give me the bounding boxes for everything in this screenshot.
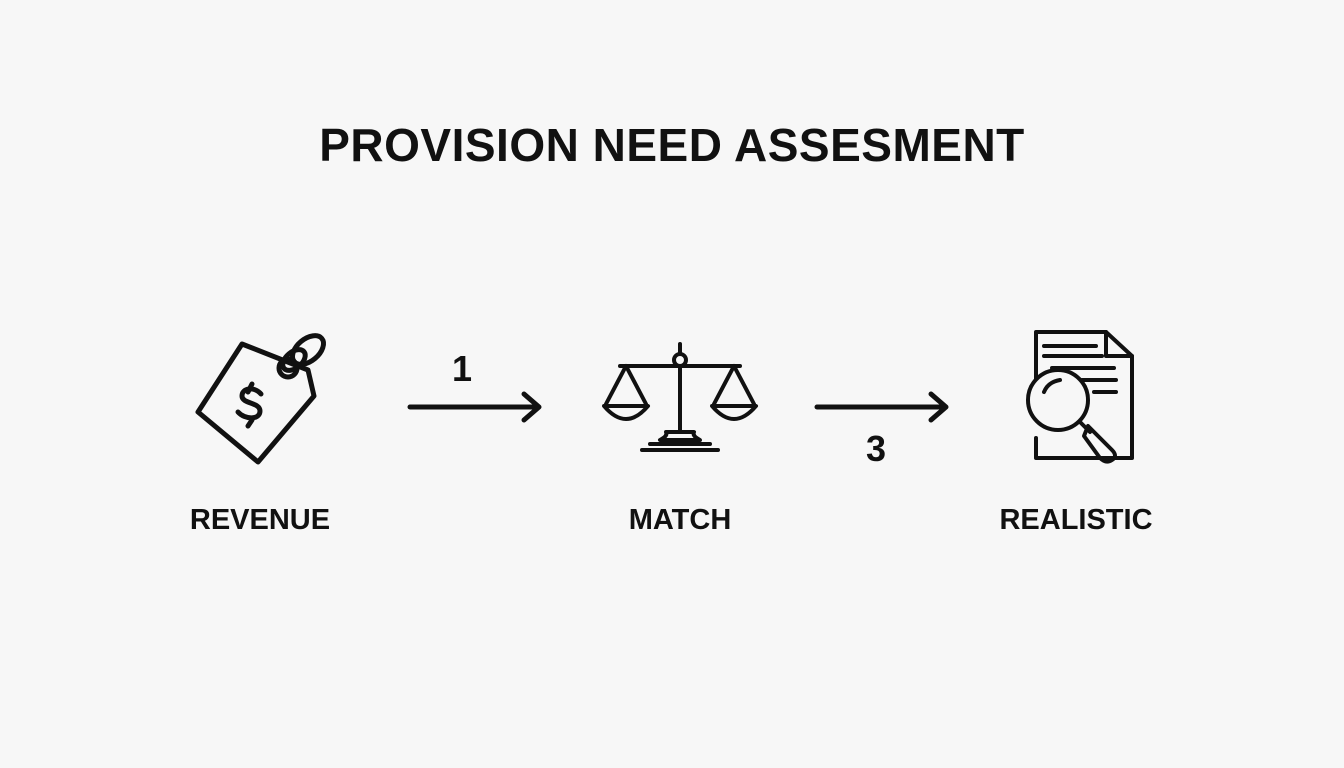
- step-label-revenue: REVENUE: [189, 504, 331, 536]
- step-label-match: MATCH: [628, 504, 732, 536]
- step-number-3: 3: [866, 428, 887, 469]
- arrow-right-icon: [813, 390, 953, 424]
- balance-scale-icon: [600, 340, 760, 455]
- diagram-title: PROVISION NEED ASSESMENT: [319, 119, 1025, 171]
- step-label-realistic: REALISTIC: [999, 504, 1153, 536]
- step-number-1: 1: [452, 348, 473, 389]
- arrow-right-icon: [406, 390, 546, 424]
- document-magnifier-icon: [1020, 326, 1140, 466]
- price-tag-dollar-icon: [190, 322, 335, 467]
